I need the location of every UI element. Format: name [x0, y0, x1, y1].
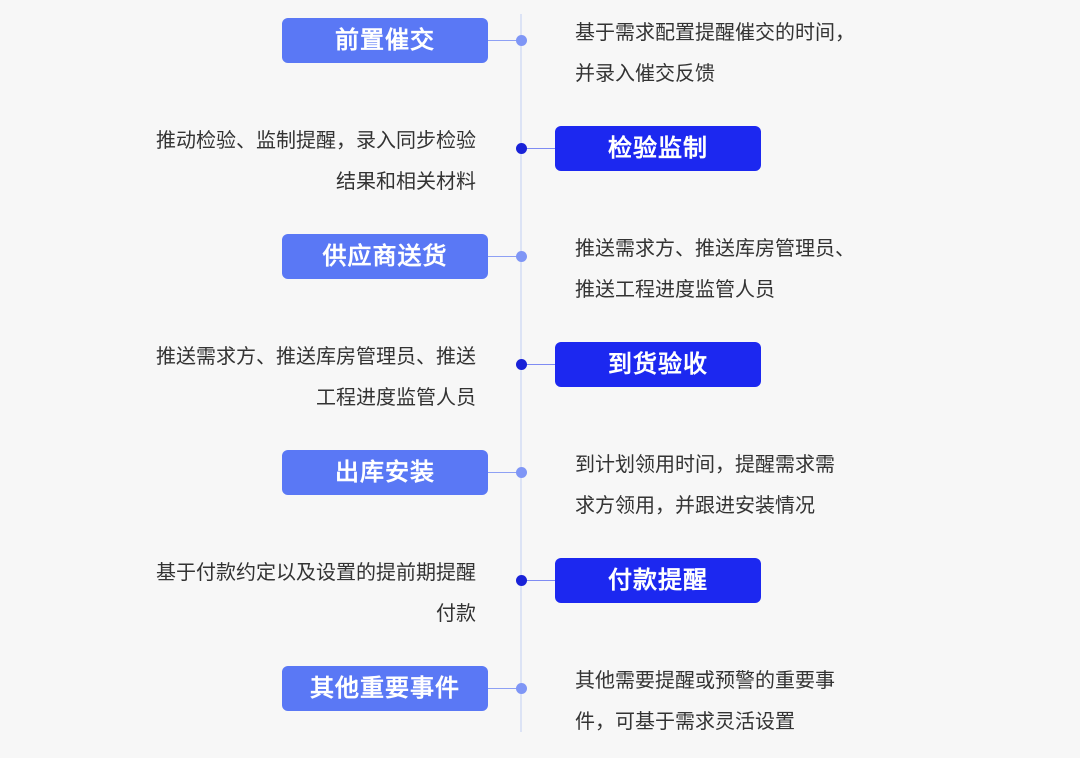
- timeline-step-payment-reminder: 付款提醒 基于付款约定以及设置的提前期提醒 付款: [0, 540, 1080, 648]
- step-label-acceptance: 到货验收: [555, 342, 761, 387]
- step-description-line: 件，可基于需求灵活设置: [575, 709, 795, 733]
- timeline-step-prompting: 前置催交 基于需求配置提醒催交的时间， 并录入催交反馈: [0, 0, 1080, 108]
- timeline-step-installation: 出库安装 到计划领用时间，提醒需求需 求方领用，并跟进安装情况: [0, 432, 1080, 540]
- step-description-line: 基于付款约定以及设置的提前期提醒: [156, 560, 476, 584]
- step-label-supplier-delivery: 供应商送货: [282, 234, 488, 279]
- step-description-line: 其他需要提醒或预警的重要事: [575, 668, 835, 692]
- timeline-node: [516, 35, 527, 46]
- step-label-prompting: 前置催交: [282, 18, 488, 63]
- step-connector: [521, 580, 555, 581]
- step-description: 到计划领用时间，提醒需求需 求方领用，并跟进安装情况: [575, 444, 905, 526]
- step-label-installation: 出库安装: [282, 450, 488, 495]
- step-description-line: 推送需求方、推送库房管理员、: [575, 236, 855, 260]
- step-connector: [521, 148, 555, 149]
- timeline-step-acceptance: 到货验收 推送需求方、推送库房管理员、推送 工程进度监管人员: [0, 324, 1080, 432]
- timeline-step-inspection: 检验监制 推动检验、监制提醒，录入同步检验 结果和相关材料: [0, 108, 1080, 216]
- step-description: 基于需求配置提醒催交的时间， 并录入催交反馈: [575, 12, 905, 94]
- step-connector: [488, 472, 521, 473]
- step-description: 推送需求方、推送库房管理员、 推送工程进度监管人员: [575, 228, 905, 310]
- step-description-line: 到计划领用时间，提醒需求需: [575, 452, 835, 476]
- step-description-line: 求方领用，并跟进安装情况: [575, 493, 815, 517]
- step-description-line: 推送需求方、推送库房管理员、推送: [156, 344, 476, 368]
- timeline-node: [516, 359, 527, 370]
- timeline-node: [516, 575, 527, 586]
- step-description: 其他需要提醒或预警的重要事 件，可基于需求灵活设置: [575, 660, 905, 742]
- timeline-node: [516, 143, 527, 154]
- step-description-line: 付款: [436, 601, 476, 625]
- step-label-inspection: 检验监制: [555, 126, 761, 171]
- timeline-node: [516, 467, 527, 478]
- step-connector: [488, 256, 521, 257]
- timeline-node: [516, 251, 527, 262]
- step-description-line: 推动检验、监制提醒，录入同步检验: [156, 128, 476, 152]
- step-description-line: 基于需求配置提醒催交的时间，: [575, 20, 855, 44]
- timeline-step-supplier-delivery: 供应商送货 推送需求方、推送库房管理员、 推送工程进度监管人员: [0, 216, 1080, 324]
- step-connector: [488, 688, 521, 689]
- timeline-axis: [520, 14, 522, 732]
- step-label-other-events: 其他重要事件: [282, 666, 488, 711]
- step-description: 推送需求方、推送库房管理员、推送 工程进度监管人员: [100, 336, 476, 418]
- step-description-line: 结果和相关材料: [336, 169, 476, 193]
- step-description-line: 并录入催交反馈: [575, 61, 715, 85]
- step-description: 基于付款约定以及设置的提前期提醒 付款: [100, 552, 476, 634]
- timeline-step-other-events: 其他重要事件 其他需要提醒或预警的重要事 件，可基于需求灵活设置: [0, 648, 1080, 756]
- step-description-line: 推送工程进度监管人员: [575, 277, 775, 301]
- step-description-line: 工程进度监管人员: [316, 385, 476, 409]
- step-connector: [488, 40, 521, 41]
- step-description: 推动检验、监制提醒，录入同步检验 结果和相关材料: [100, 120, 476, 202]
- timeline-node: [516, 683, 527, 694]
- step-label-payment-reminder: 付款提醒: [555, 558, 761, 603]
- step-connector: [521, 364, 555, 365]
